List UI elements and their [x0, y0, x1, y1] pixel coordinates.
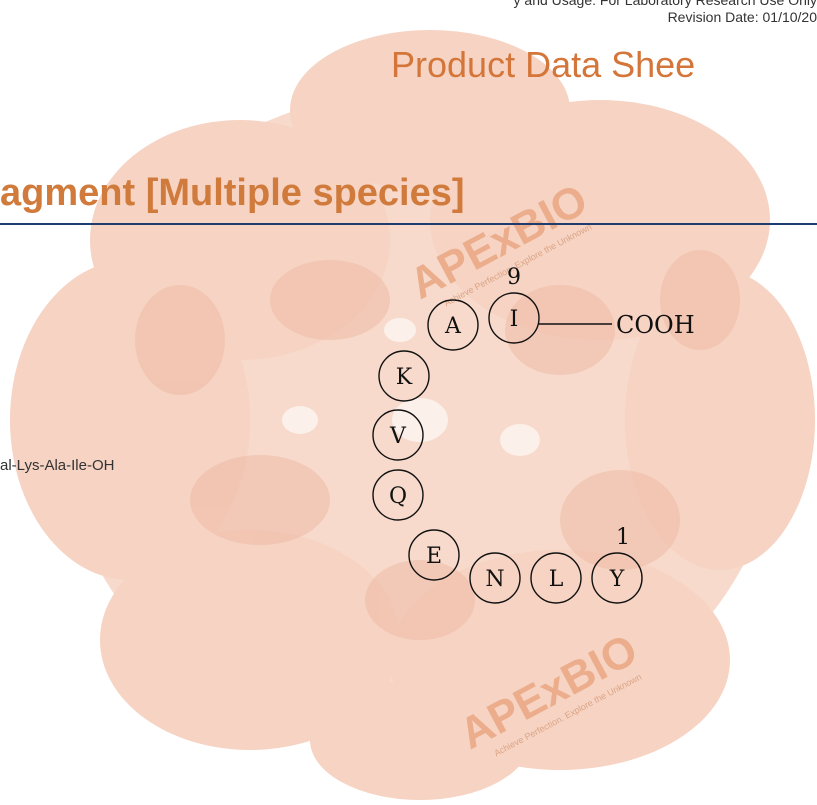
header-usage-line: y and Usage: For Laboratory Research Use…	[513, 0, 817, 8]
residue-I: I	[488, 292, 540, 344]
residue-circle	[591, 552, 643, 604]
residue-letter: Q	[389, 484, 407, 509]
residue-Q: Q	[372, 469, 424, 521]
residue-A: A	[427, 299, 479, 351]
residue-letter: Y	[609, 567, 625, 592]
product-title: agment [Multiple species]	[0, 172, 465, 214]
revision-date: Revision Date: 01/10/20	[667, 9, 817, 25]
residue-circle	[427, 299, 479, 351]
residue-circle	[488, 292, 540, 344]
residue-letter: L	[549, 567, 564, 592]
residue-L: L	[530, 552, 582, 604]
residue-letter: N	[485, 567, 504, 592]
residue-E: E	[408, 529, 460, 581]
watermark-blob	[10, 30, 815, 800]
residue-start-number: 1	[616, 525, 630, 550]
residue-letter: V	[389, 424, 407, 449]
document-type-title: Product Data Shee	[391, 44, 696, 85]
residue-K: K	[378, 350, 430, 402]
residue-N: N	[469, 552, 521, 604]
watermark-holes	[282, 318, 540, 456]
residue-letter: A	[444, 314, 462, 339]
residue-letter: E	[426, 544, 442, 569]
watermark-blob-shading	[135, 250, 740, 640]
residue-letter: I	[510, 307, 519, 332]
title-divider	[0, 223, 817, 225]
terminal-group-label: COOH	[616, 311, 695, 339]
residue-V: V	[372, 409, 424, 461]
residue-circle	[469, 552, 521, 604]
residue-circle	[408, 529, 460, 581]
residue-circle	[530, 552, 582, 604]
sequence-text: al-Lys-Ala-Ile-OH	[0, 457, 115, 474]
residue-circle	[378, 350, 430, 402]
residue-circle	[372, 469, 424, 521]
residue-Y: Y	[591, 552, 643, 604]
residue-letter: K	[396, 365, 413, 390]
residue-end-number: 9	[507, 265, 521, 290]
residue-circle	[372, 409, 424, 461]
